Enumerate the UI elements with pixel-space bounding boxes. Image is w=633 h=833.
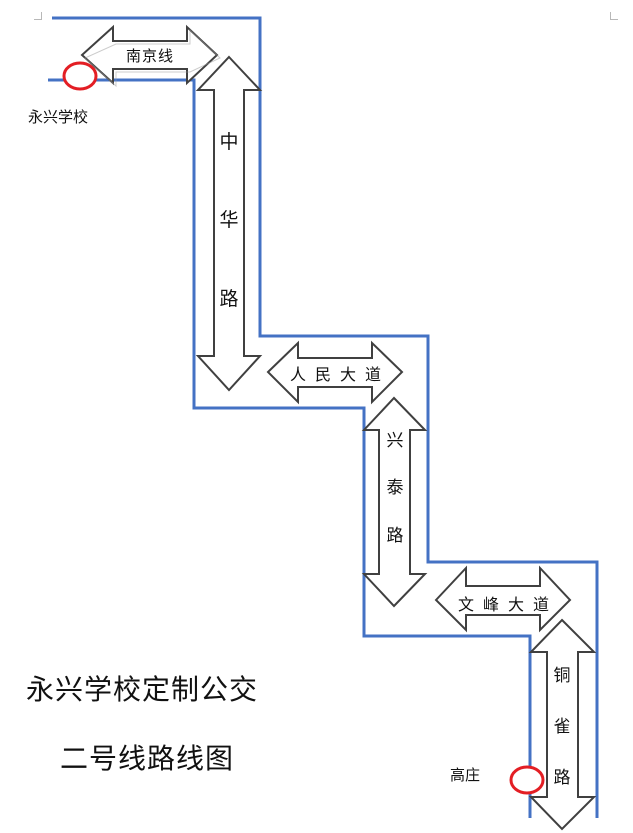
end-stop-label: 高庄 (450, 766, 481, 784)
zhonghua-road-arrow (195, 55, 263, 392)
map-subtitle: 二号线路线图 (60, 742, 235, 775)
xingtai-char: 泰 (386, 478, 404, 498)
tongque-char: 路 (553, 768, 571, 788)
nanjing-road-label: 南京线 (126, 47, 175, 65)
tongque-char: 铜 (553, 666, 571, 686)
xingtai-road-arrow (361, 396, 428, 608)
renmin-road-arrow (266, 340, 404, 405)
zhonghua-char: 华 (219, 209, 239, 231)
tongque-char: 雀 (553, 717, 571, 737)
xingtai-char: 兴 (386, 431, 404, 451)
wenfeng-road-label: 文峰大道 (458, 595, 559, 614)
route-outer-line (52, 16, 599, 818)
zhonghua-char: 路 (219, 288, 239, 310)
page-corner-mark (34, 12, 42, 20)
start-stop-marker (62, 61, 98, 91)
renmin-road-label: 人民大道 (290, 365, 391, 384)
zhonghua-char: 中 (219, 131, 239, 153)
tongque-road-arrow (528, 618, 597, 831)
route-inner-line (48, 78, 532, 818)
end-stop-marker (509, 765, 545, 795)
page-corner-mark (610, 12, 618, 20)
xingtai-char: 路 (386, 526, 404, 546)
wenfeng-road-arrow (434, 565, 572, 633)
start-stop-label: 永兴学校 (28, 108, 89, 126)
map-title: 永兴学校定制公交 (26, 673, 259, 706)
